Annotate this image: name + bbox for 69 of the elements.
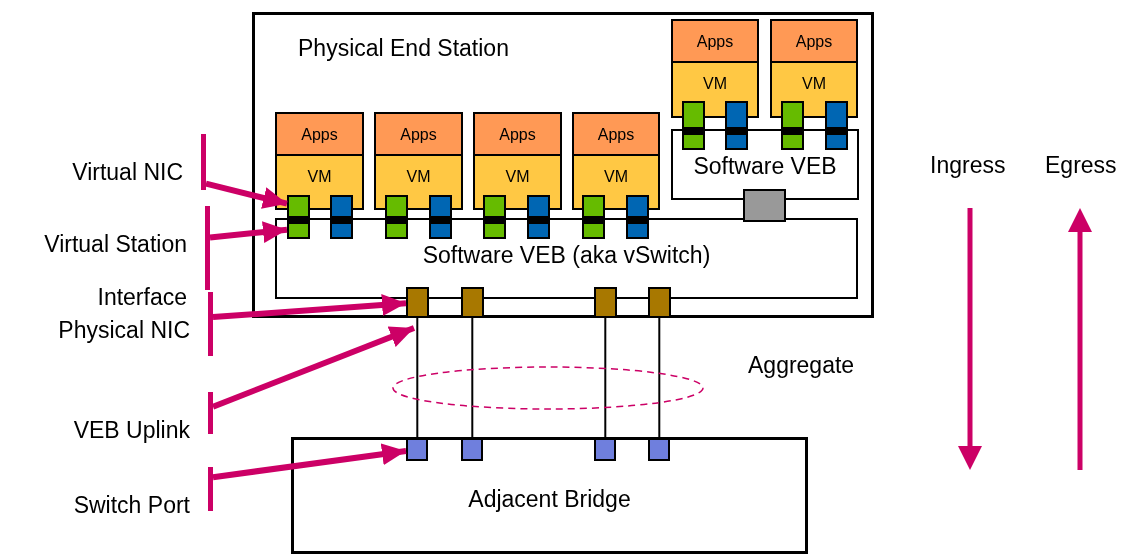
vm-box xyxy=(275,112,364,210)
vm-box xyxy=(671,19,759,118)
virtual-station-port xyxy=(825,129,848,150)
direction-label: Egress xyxy=(1045,152,1117,179)
apps-label: Apps xyxy=(770,19,858,63)
callout-text: Virtual NIC xyxy=(71,158,183,187)
vm-box xyxy=(572,112,660,210)
uplink-line xyxy=(604,317,607,439)
apps-label: Apps xyxy=(473,112,562,156)
callout-text: Switch Port xyxy=(72,491,190,520)
physical-nic-port xyxy=(461,287,484,318)
leader-arrow xyxy=(209,221,288,244)
virtual-nic-port xyxy=(825,101,848,129)
veb-box xyxy=(671,129,859,200)
uplink-line xyxy=(471,317,474,439)
apps-label: Apps xyxy=(275,112,364,156)
switch-port xyxy=(461,438,483,461)
virtual-station-port xyxy=(483,218,506,239)
vm-box xyxy=(374,112,463,210)
switch-port xyxy=(594,438,616,461)
virtual-nic-port xyxy=(330,195,353,218)
veb-label: Software VEB (aka vSwitch) xyxy=(421,242,712,269)
virtual-station-port xyxy=(287,218,310,239)
virtual-station-port xyxy=(682,129,705,150)
callout-text: VEB Uplink xyxy=(72,416,190,445)
virtual-nic-port xyxy=(781,101,804,129)
direction-label: Ingress xyxy=(930,152,1006,179)
switch-port xyxy=(648,438,670,461)
leader-arrow xyxy=(211,325,416,410)
uplink-line xyxy=(658,317,661,439)
leader-arrow xyxy=(205,180,288,209)
uplink-line xyxy=(416,317,419,439)
virtual-station-port xyxy=(385,218,408,239)
virtual-nic-port xyxy=(682,101,705,129)
virtual-nic-port xyxy=(483,195,506,218)
physical-nic-port xyxy=(406,287,429,318)
callout-text: Virtual Station Interface xyxy=(43,230,187,312)
virtual-nic-port xyxy=(527,195,550,218)
veb-label: Software VEB xyxy=(692,153,838,180)
uplink-port xyxy=(743,189,786,222)
end-station-box xyxy=(252,12,874,318)
leader-arrow xyxy=(212,294,407,321)
apps-label: Apps xyxy=(572,112,660,156)
apps-label: Apps xyxy=(374,112,463,156)
bridge-box xyxy=(291,437,808,554)
leader-arrow xyxy=(212,443,407,481)
switch-port xyxy=(406,438,428,461)
virtual-station-port xyxy=(330,218,353,239)
virtual-nic-port xyxy=(429,195,452,218)
aggregate-label: Aggregate xyxy=(748,352,855,379)
virtual-nic-port xyxy=(385,195,408,218)
station-title: Physical End Station xyxy=(298,35,509,62)
virtual-nic-port xyxy=(582,195,605,218)
virtual-station-port xyxy=(725,129,748,150)
virtual-nic-port xyxy=(287,195,310,218)
physical-nic-port xyxy=(594,287,617,318)
virtual-station-port xyxy=(527,218,550,239)
virtual-nic-port xyxy=(626,195,649,218)
bridge-label: Adjacent Bridge xyxy=(467,486,632,513)
virtual-station-port xyxy=(626,218,649,239)
virtual-station-port xyxy=(429,218,452,239)
vm-box xyxy=(770,19,858,118)
virtual-station-port xyxy=(781,129,804,150)
vm-box xyxy=(473,112,562,210)
virtual-nic-port xyxy=(725,101,748,129)
virtual-station-port xyxy=(582,218,605,239)
callout-text: Physical NIC xyxy=(57,316,190,345)
apps-label: Apps xyxy=(671,19,759,63)
physical-nic-port xyxy=(648,287,671,318)
